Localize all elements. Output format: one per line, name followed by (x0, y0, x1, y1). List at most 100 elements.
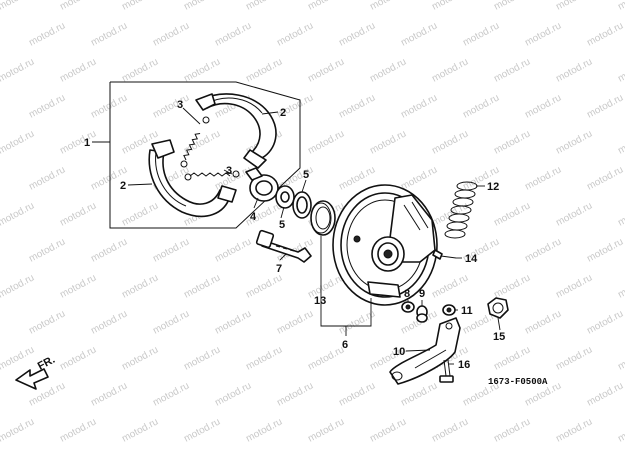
watermark-text: motod.ru (213, 380, 253, 408)
washer-small (275, 185, 295, 209)
watermark-text: motod.ru (585, 164, 625, 192)
diagram-code: 1673-F0500A (488, 377, 548, 387)
watermark-text: motod.ru (0, 56, 36, 84)
callout-5-lower: 5 (279, 219, 285, 231)
watermark-text: motod.ru (89, 308, 129, 336)
watermark-text: motod.ru (120, 200, 160, 228)
watermark-text: motod.ru (151, 380, 191, 408)
watermark-text: motod.ru (492, 272, 532, 300)
callout-4: 4 (250, 211, 257, 223)
watermark-text: motod.ru (492, 344, 532, 372)
watermark-text: motod.ru (616, 200, 625, 228)
watermark-text: motod.ru (306, 344, 346, 372)
watermark-text: motod.ru (27, 164, 67, 192)
watermark-text: motod.ru (368, 416, 408, 444)
leader-lines (92, 107, 501, 365)
watermark-text: motod.ru (368, 56, 408, 84)
callout-1: 1 (84, 137, 90, 149)
watermark-text: motod.ru (306, 128, 346, 156)
watermark-text: motod.ru (182, 0, 222, 13)
watermark-text: motod.ru (616, 56, 625, 84)
watermark-text: motod.ru (585, 92, 625, 120)
watermark-text: motod.ru (430, 416, 470, 444)
watermark-text: motod.ru (337, 92, 377, 120)
watermark-text: motod.ru (213, 308, 253, 336)
watermark-text: motod.ru (182, 56, 222, 84)
callout-2-upper: 2 (280, 107, 286, 119)
watermark-text: motod.ru (27, 92, 67, 120)
watermark-text: motod.ru (554, 416, 594, 444)
watermark-text: motod.ru (337, 380, 377, 408)
watermark-text: motod.ru (523, 308, 563, 336)
callout-3-upper: 3 (177, 99, 183, 111)
watermark-text: motod.ru (27, 308, 67, 336)
watermark-text: motod.ru (616, 272, 625, 300)
callout-16: 16 (458, 359, 470, 371)
watermark-text: motod.ru (523, 164, 563, 192)
watermark-text: motod.ru (120, 0, 160, 13)
bolt-16 (439, 359, 454, 383)
watermark-text: motod.ru (399, 164, 439, 192)
watermark-text: motod.ru (244, 344, 284, 372)
watermark-text: motod.ru (120, 416, 160, 444)
watermark-text: motod.ru (306, 0, 346, 13)
watermark-text: motod.ru (585, 308, 625, 336)
callout-7: 7 (276, 263, 282, 275)
watermark-text: motod.ru (275, 380, 315, 408)
watermark-text: motod.ru (151, 20, 191, 48)
watermark-text: motod.ru (461, 20, 501, 48)
callout-2-lower: 2 (120, 180, 126, 192)
watermark-text: motod.ru (182, 272, 222, 300)
brake-spring-upper (180, 116, 210, 168)
watermark-text: motod.ru (58, 128, 98, 156)
watermark-text: motod.ru (58, 56, 98, 84)
watermark-text: motod.ru (399, 20, 439, 48)
watermark-text: motod.ru (430, 56, 470, 84)
callout-labels: 1 2 2 3 3 4 5 5 6 7 8 9 10 11 12 13 14 1… (36, 99, 548, 387)
watermark-text: motod.ru (368, 0, 408, 13)
watermark-text: motod.ru (430, 128, 470, 156)
callout-3-lower: 3 (226, 165, 232, 177)
watermark-text: motod.ru (306, 56, 346, 84)
watermark-text: motod.ru (244, 0, 284, 13)
watermark-text: motod.ru (58, 344, 98, 372)
watermark-text: motod.ru (275, 308, 315, 336)
watermark-text: motod.ru (27, 236, 67, 264)
axle-nut (487, 297, 509, 319)
watermark-text: motod.ru (89, 20, 129, 48)
callout-12: 12 (487, 181, 499, 193)
watermark-text: motod.ru (0, 272, 36, 300)
front-arrow-label: FR. (36, 354, 57, 373)
watermark-text: motod.ru (244, 56, 284, 84)
nut-9 (416, 305, 428, 323)
watermark-text: motod.ru (399, 92, 439, 120)
callout-10: 10 (393, 346, 405, 358)
callout-9: 9 (419, 288, 425, 300)
wear-indicator-plate (245, 167, 279, 202)
watermark-text: motod.ru (523, 236, 563, 264)
washer-large (292, 191, 312, 219)
callout-6: 6 (342, 339, 348, 351)
watermark-text: motod.ru (492, 128, 532, 156)
bolt-11 (442, 304, 456, 316)
watermark-text: motod.ru (244, 416, 284, 444)
watermark-text: motod.ru (554, 0, 594, 13)
watermark-text: motod.ru (492, 200, 532, 228)
watermark-text: motod.ru (306, 416, 346, 444)
watermark-text: motod.ru (523, 20, 563, 48)
washer-8 (401, 301, 415, 313)
front-direction-arrow (15, 368, 49, 390)
brake-shoe-lower (148, 139, 237, 218)
watermark-text: motod.ru (616, 0, 625, 13)
watermark-text: motod.ru (182, 416, 222, 444)
watermark-text: motod.ru (58, 272, 98, 300)
brake-spring-lower (184, 170, 240, 181)
watermark-text: motod.ru (554, 272, 594, 300)
callout-5-upper: 5 (303, 169, 309, 181)
watermark-text: motod.ru (58, 416, 98, 444)
watermark-text: motod.ru (182, 344, 222, 372)
watermark-text: motod.ru (120, 344, 160, 372)
watermark-text: motod.ru (89, 92, 129, 120)
watermark-text: motod.ru (430, 272, 470, 300)
watermark-text: motod.ru (492, 416, 532, 444)
